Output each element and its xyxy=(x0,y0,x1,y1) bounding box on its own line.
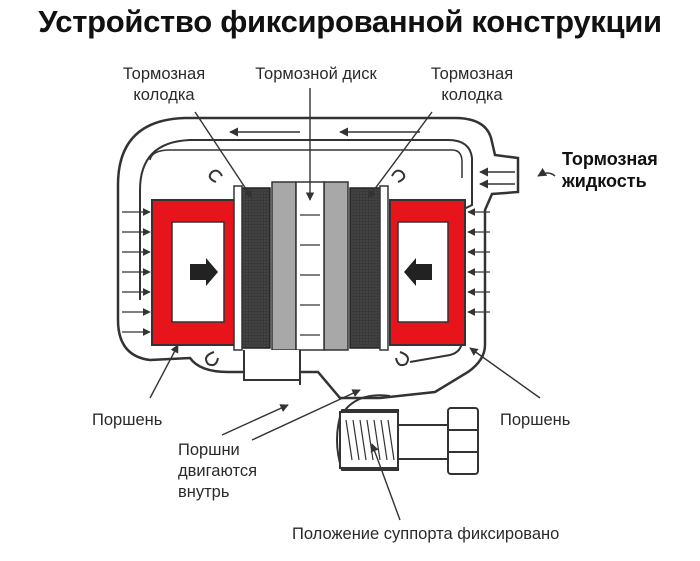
leader-lines xyxy=(149,88,541,521)
label-brake-disc: Тормозной диск xyxy=(255,65,377,83)
right-piston xyxy=(389,199,466,346)
label-right-brake-pad: Тормозная колодка xyxy=(408,64,536,106)
pressure-arrows-left xyxy=(122,208,151,336)
label-left-brake-pad: Тормозная колодка xyxy=(100,64,228,106)
label-caliper-fixed: Положение суппорта фиксировано xyxy=(292,525,560,543)
right-brake-pad xyxy=(349,187,383,349)
label-right-piston: Поршень xyxy=(500,411,571,429)
pressure-arrows-right xyxy=(467,208,490,316)
label-brake-fluid-line2: жидкость xyxy=(562,171,647,191)
brake-disc xyxy=(243,181,349,385)
label-left-brake-pad-line2: колодка xyxy=(133,86,195,104)
label-brake-fluid: Тормозная жидкость xyxy=(562,148,658,192)
seal-rings xyxy=(205,169,409,367)
label-right-brake-pad-line2: колодка xyxy=(441,86,503,104)
label-pistons-move-inward: Поршни двигаются внутрь xyxy=(178,440,257,503)
label-brake-fluid-line1: Тормозная xyxy=(562,149,658,169)
label-left-piston: Поршень xyxy=(92,411,163,429)
label-left-brake-pad-line1: Тормозная xyxy=(122,65,206,83)
label-pistons-move-line2: двигаются xyxy=(178,462,258,480)
left-piston xyxy=(151,199,236,346)
left-brake-pad xyxy=(239,187,271,349)
diagram-title: Устройство фиксированной конструкции xyxy=(38,4,662,39)
label-pistons-move-line1: Поршни xyxy=(178,441,240,459)
label-right-brake-pad-line1: Тормозная xyxy=(430,65,514,83)
fluid-flow-arrows xyxy=(229,127,556,189)
mounting-bolt xyxy=(336,394,479,475)
label-pistons-move-line3: внутрь xyxy=(178,483,230,501)
